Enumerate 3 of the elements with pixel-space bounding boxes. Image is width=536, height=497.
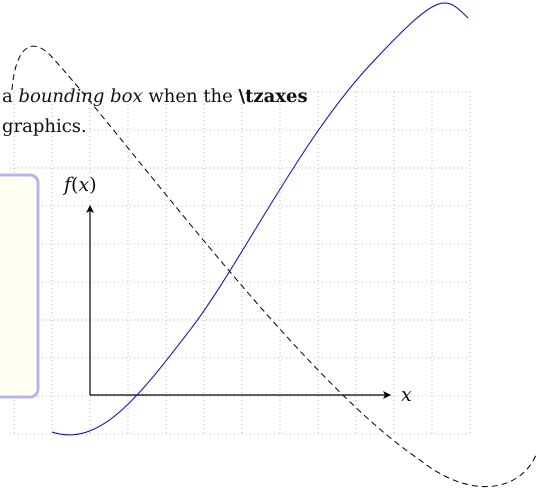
axis-label: f(x) <box>64 173 97 198</box>
paragraph-text: a bounding box when the \tzaxes graphics. <box>2 85 309 139</box>
axis-label: x <box>401 383 412 408</box>
